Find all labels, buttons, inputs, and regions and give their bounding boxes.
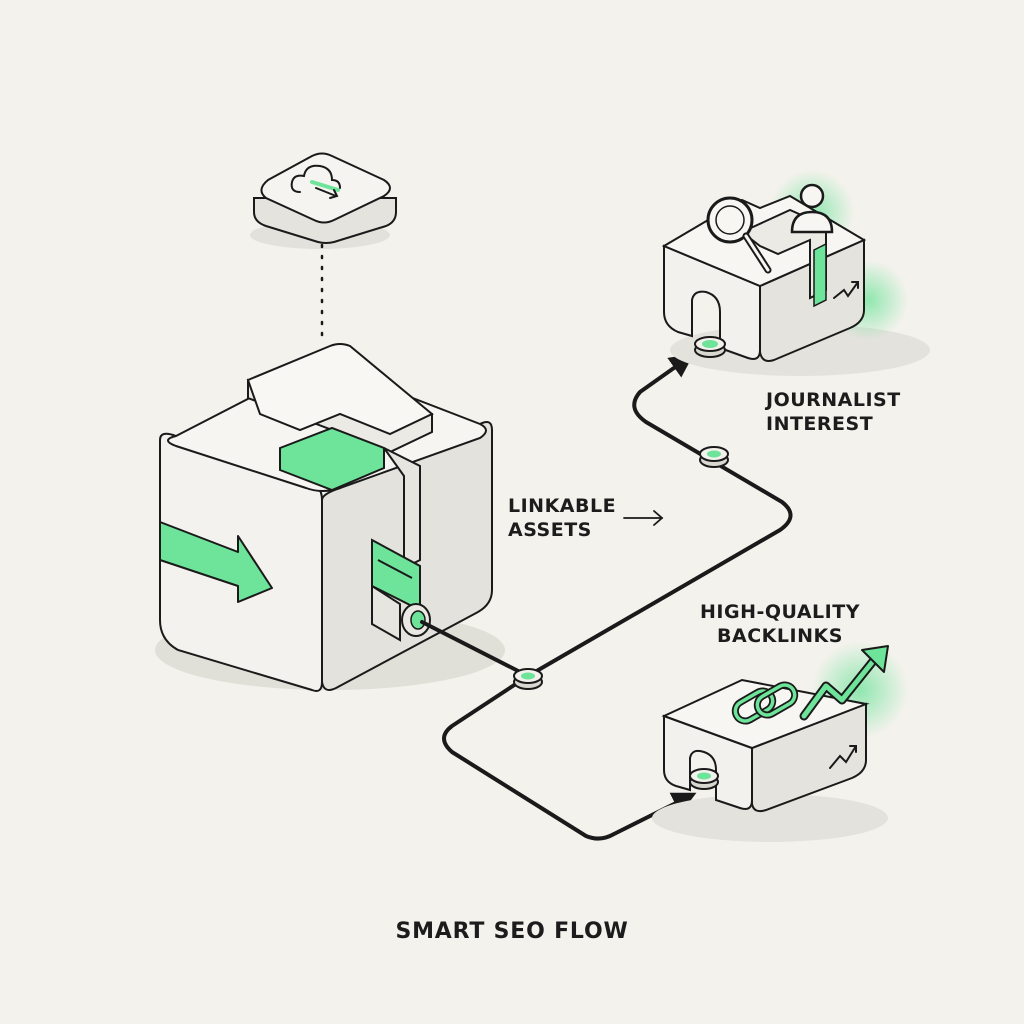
flow-node-center [513,668,543,690]
label-journalist-interest: JOURNALIST INTEREST [766,388,901,436]
label-high-quality-backlinks: HIGH-QUALITY BACKLINKS [700,600,860,648]
cloud-block [250,152,397,249]
label-line: HIGH-QUALITY [700,601,860,623]
growth-arrow-icon [799,645,889,721]
flow-node-upper [699,446,729,468]
journalist-interest-block [661,170,930,376]
trend-up-icon [829,745,857,769]
label-line: BACKLINKS [717,625,843,647]
diagram-title: SMART SEO FLOW [395,919,629,944]
label-line: INTEREST [766,413,874,435]
journalist-port [694,336,726,358]
path-to-journalist [420,353,793,678]
linkable-assets-pointer-icon [623,510,664,526]
linkable-assets-block [155,343,505,692]
label-line: ASSETS [508,519,592,541]
label-line: JOURNALIST [766,389,901,411]
label-line: LINKABLE [508,495,617,517]
backlinks-port [689,768,719,790]
trend-up-icon [833,281,859,299]
backlinks-block [652,642,908,842]
flow-paths [420,353,793,841]
magnifier-icon [706,196,772,274]
cloud-sync-icon [290,164,341,199]
path-to-backlinks [442,674,697,841]
person-icon [790,183,834,234]
label-linkable-assets: LINKABLE ASSETS [508,494,616,542]
chain-link-icon [731,681,799,725]
